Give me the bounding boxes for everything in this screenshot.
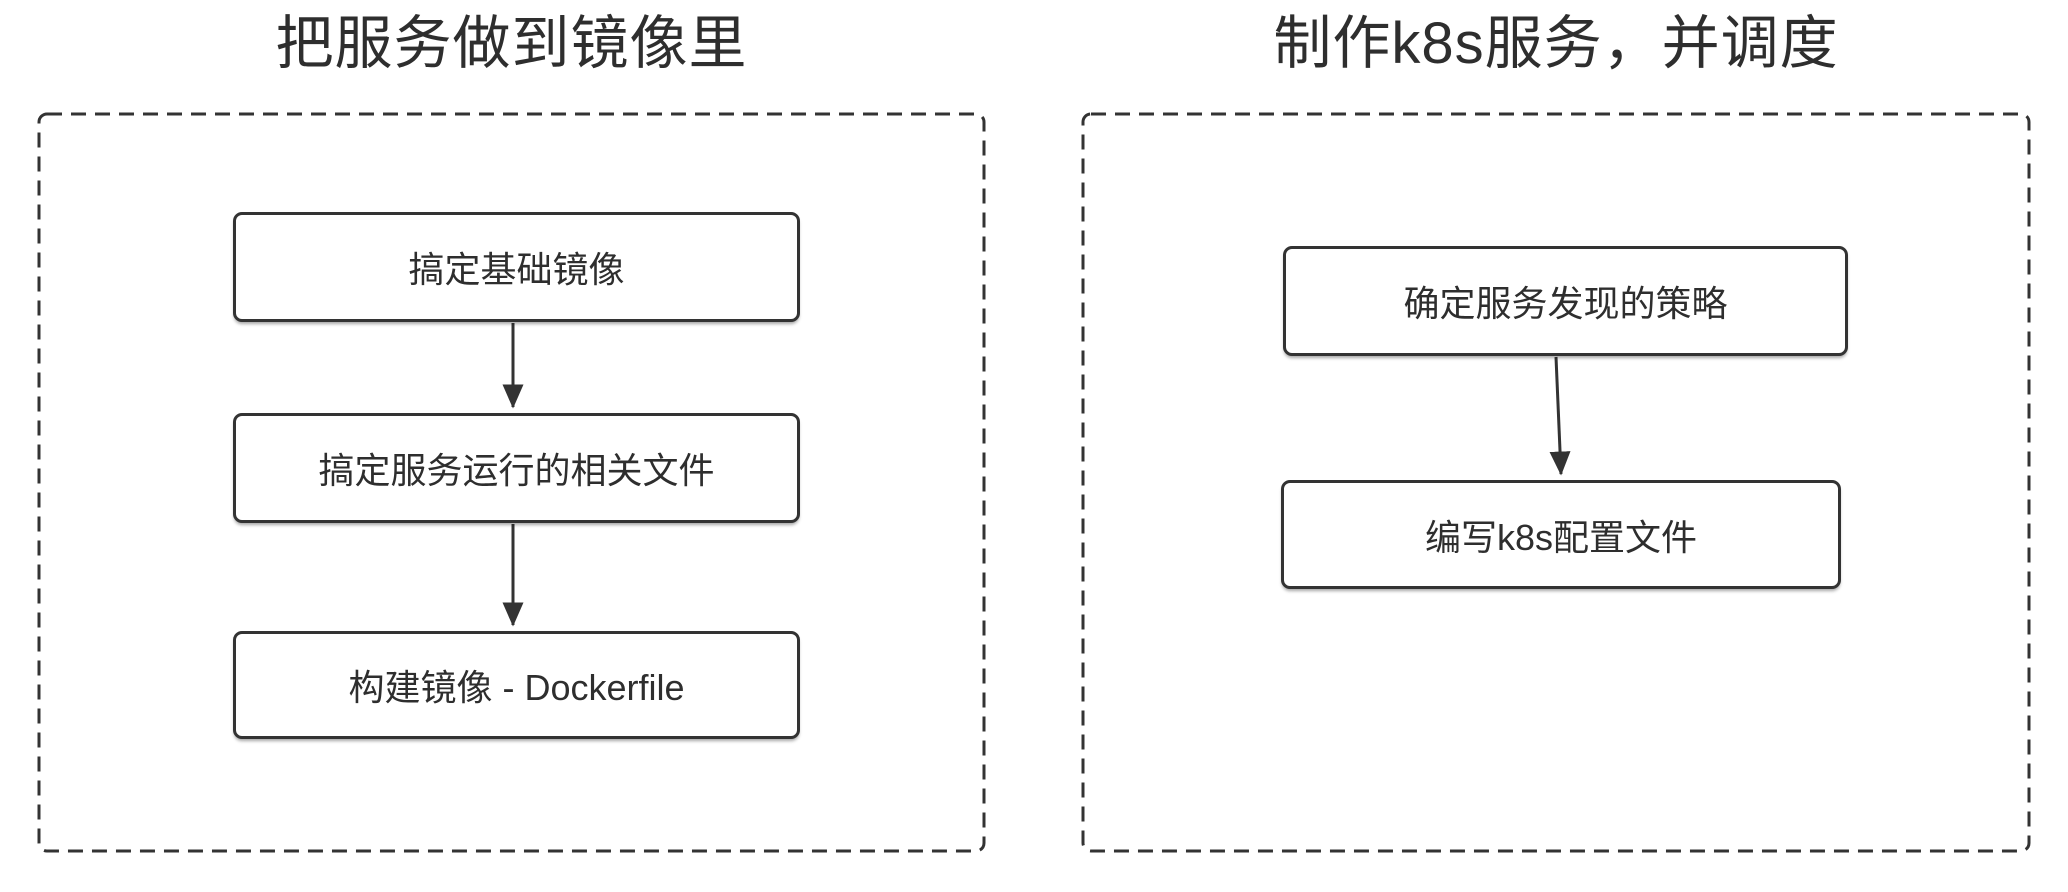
flow-node-service-discovery-strategy: 确定服务发现的策略 bbox=[1283, 246, 1848, 356]
flow-node-base-image: 搞定基础镜像 bbox=[233, 212, 800, 322]
arrow-strategy-to-config bbox=[1549, 356, 1571, 476]
panel-title-image-build: 把服务做到镜像里 bbox=[275, 11, 748, 76]
flow-node-build-dockerfile: 构建镜像 - Dockerfile bbox=[233, 631, 800, 739]
panel-title-k8s-service: 制作k8s服务，并调度 bbox=[1273, 11, 1839, 76]
flow-node-service-files: 搞定服务运行的相关文件 bbox=[233, 413, 800, 523]
flow-node-k8s-config-file: 编写k8s配置文件 bbox=[1281, 480, 1841, 589]
